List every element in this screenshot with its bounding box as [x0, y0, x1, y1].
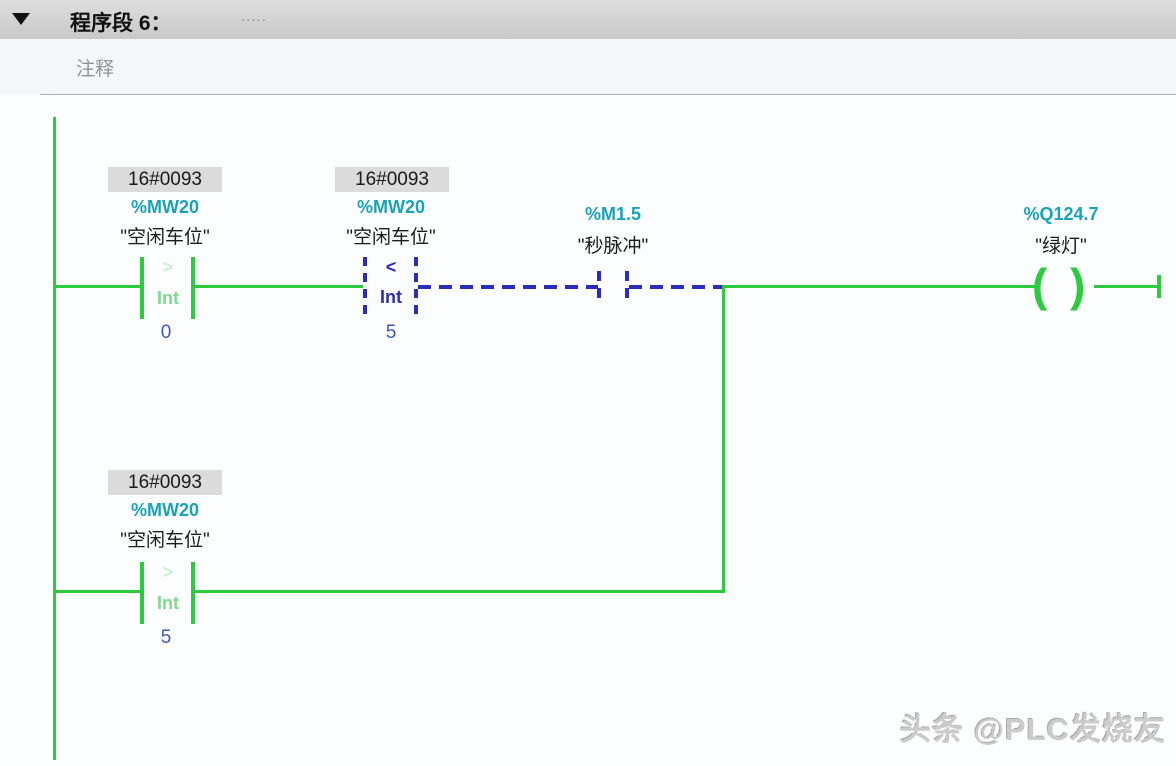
compare-operator: >: [162, 257, 174, 277]
contact-bar-right[interactable]: [191, 257, 195, 319]
contact-bar-left[interactable]: [140, 562, 144, 624]
coil-paren-right[interactable]: ): [1070, 259, 1086, 311]
operand-name[interactable]: "空闲车位": [346, 227, 436, 248]
monitor-value-box: 16#0093: [108, 470, 222, 495]
contact-bar-right[interactable]: [625, 271, 629, 299]
wire-segment: [55, 285, 140, 288]
branch-vertical-wire: [722, 285, 725, 593]
network-comment-row[interactable]: 注释: [0, 40, 1176, 95]
network-title[interactable]: 程序段 6：: [70, 12, 172, 35]
wire-segment: [195, 285, 363, 288]
contact-bar-left[interactable]: [363, 257, 367, 319]
network-header-bar[interactable]: 程序段 6： .....: [0, 0, 1176, 40]
compare-data-type: Int: [380, 287, 402, 307]
watermark: 头条 @PLC发烧友: [900, 712, 1166, 747]
wire-segment: [55, 590, 140, 593]
right-power-rail-stub: [1157, 275, 1161, 298]
compare-data-type: Int: [157, 593, 179, 613]
compare-value[interactable]: 5: [160, 627, 172, 648]
operand-address[interactable]: %MW20: [130, 197, 199, 217]
operand-address[interactable]: %Q124.7: [1023, 204, 1099, 224]
wire-segment: [722, 285, 1040, 288]
wire-segment-inactive: [629, 285, 722, 289]
compare-data-type: Int: [157, 288, 179, 308]
contact-bar-right[interactable]: [191, 562, 195, 624]
operand-name[interactable]: "绿灯": [1035, 236, 1087, 257]
comment-divider: [40, 94, 1176, 95]
wire-segment: [1094, 285, 1158, 288]
wire-segment: [195, 590, 725, 593]
operand-address[interactable]: %MW20: [356, 197, 425, 217]
comment-placeholder[interactable]: 注释: [76, 59, 115, 80]
compare-value[interactable]: 5: [385, 322, 397, 343]
contact-bar-right[interactable]: [414, 257, 418, 319]
operand-name[interactable]: "空闲车位": [120, 227, 210, 248]
monitor-value-box: 16#0093: [335, 167, 449, 192]
operand-name[interactable]: "秒脉冲": [577, 236, 649, 257]
operand-address[interactable]: %MW20: [130, 500, 199, 520]
compare-value[interactable]: 0: [160, 322, 172, 343]
compare-operator: >: [162, 562, 174, 582]
operand-name[interactable]: "空闲车位": [120, 530, 210, 551]
compare-operator: <: [385, 257, 397, 277]
contact-bar-left[interactable]: [597, 271, 601, 299]
contact-bar-left[interactable]: [140, 257, 144, 319]
wire-segment-inactive: [418, 285, 598, 289]
monitor-value-box: 16#0093: [108, 167, 222, 192]
left-power-rail: [53, 117, 56, 760]
network-title-placeholder[interactable]: .....: [241, 8, 267, 25]
collapse-triangle-icon[interactable]: [12, 13, 30, 25]
operand-address[interactable]: %M1.5: [584, 204, 642, 224]
coil-paren-left[interactable]: (: [1032, 259, 1048, 311]
